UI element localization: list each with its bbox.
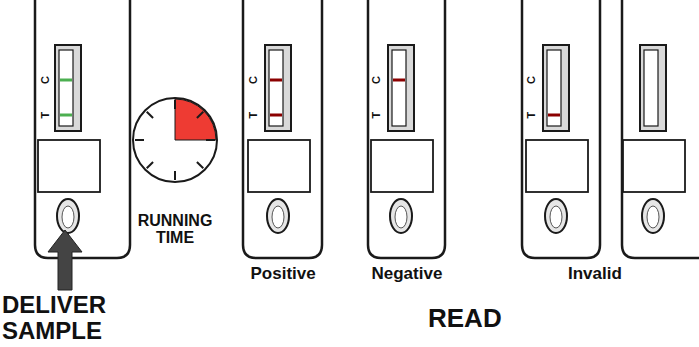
caption-label: Negative	[372, 265, 443, 284]
test-line	[270, 79, 282, 82]
caption-label: Invalid	[568, 265, 622, 284]
timer-clock	[133, 98, 217, 182]
test-cassette	[368, 0, 445, 258]
result-window-frame	[640, 45, 666, 131]
clock-tick	[174, 171, 176, 180]
test-line	[270, 114, 282, 117]
cassette-body	[368, 0, 445, 258]
result-window	[59, 50, 73, 126]
sample-well-inner	[395, 206, 407, 228]
caption-label: Positive	[251, 265, 316, 284]
sample-well-inner	[62, 206, 74, 228]
clock-tick	[147, 112, 153, 118]
result-window-frame	[55, 45, 81, 131]
clock-tick	[147, 162, 153, 168]
clock-tick	[197, 112, 203, 118]
test-line	[60, 114, 72, 117]
test-line	[60, 79, 72, 82]
sample-well	[545, 199, 567, 233]
test-cassette	[622, 0, 699, 258]
caption-label: DELIVER SAMPLE	[2, 292, 142, 345]
test-cassette	[35, 0, 130, 258]
cassette-body	[35, 0, 130, 258]
result-window	[392, 50, 406, 126]
clock-tick	[135, 139, 144, 141]
result-window	[644, 50, 658, 126]
label-pad	[526, 140, 588, 192]
sample-well	[642, 199, 664, 233]
label-pad	[38, 140, 100, 192]
line-marker: C	[247, 76, 259, 84]
clock-tick	[174, 100, 176, 109]
line-marker: T	[525, 112, 537, 119]
label-pad	[623, 140, 685, 192]
result-window	[269, 50, 283, 126]
cassette-body	[243, 0, 322, 258]
line-marker: C	[39, 76, 51, 84]
sample-well	[390, 199, 412, 233]
result-window-frame	[543, 45, 569, 131]
clock-face	[133, 98, 217, 182]
sample-well	[267, 199, 289, 233]
test-line	[548, 114, 560, 117]
line-marker: C	[370, 76, 382, 84]
test-line	[393, 79, 405, 82]
line-marker: T	[370, 112, 382, 119]
sample-well	[57, 199, 79, 233]
cassette-body	[622, 0, 699, 258]
label-pad	[371, 140, 433, 192]
test-cassette	[522, 0, 600, 258]
clock-tick	[206, 139, 215, 141]
elapsed-sector	[175, 99, 216, 140]
label-pad	[248, 140, 310, 192]
line-marker: C	[525, 76, 537, 84]
caption-label: RUNNING TIME	[120, 212, 230, 247]
deliver-arrow	[48, 230, 82, 290]
sample-well-inner	[272, 206, 284, 228]
sample-well-inner	[550, 206, 562, 228]
result-window-frame	[265, 45, 291, 131]
result-window	[547, 50, 561, 126]
cassette-body	[522, 0, 600, 258]
caption-label: READ	[428, 304, 502, 333]
result-window-frame	[388, 45, 414, 131]
line-marker: T	[39, 112, 51, 119]
clock-tick	[197, 162, 203, 168]
test-cassette	[243, 0, 322, 258]
sample-well-inner	[647, 206, 659, 228]
line-marker: T	[247, 112, 259, 119]
